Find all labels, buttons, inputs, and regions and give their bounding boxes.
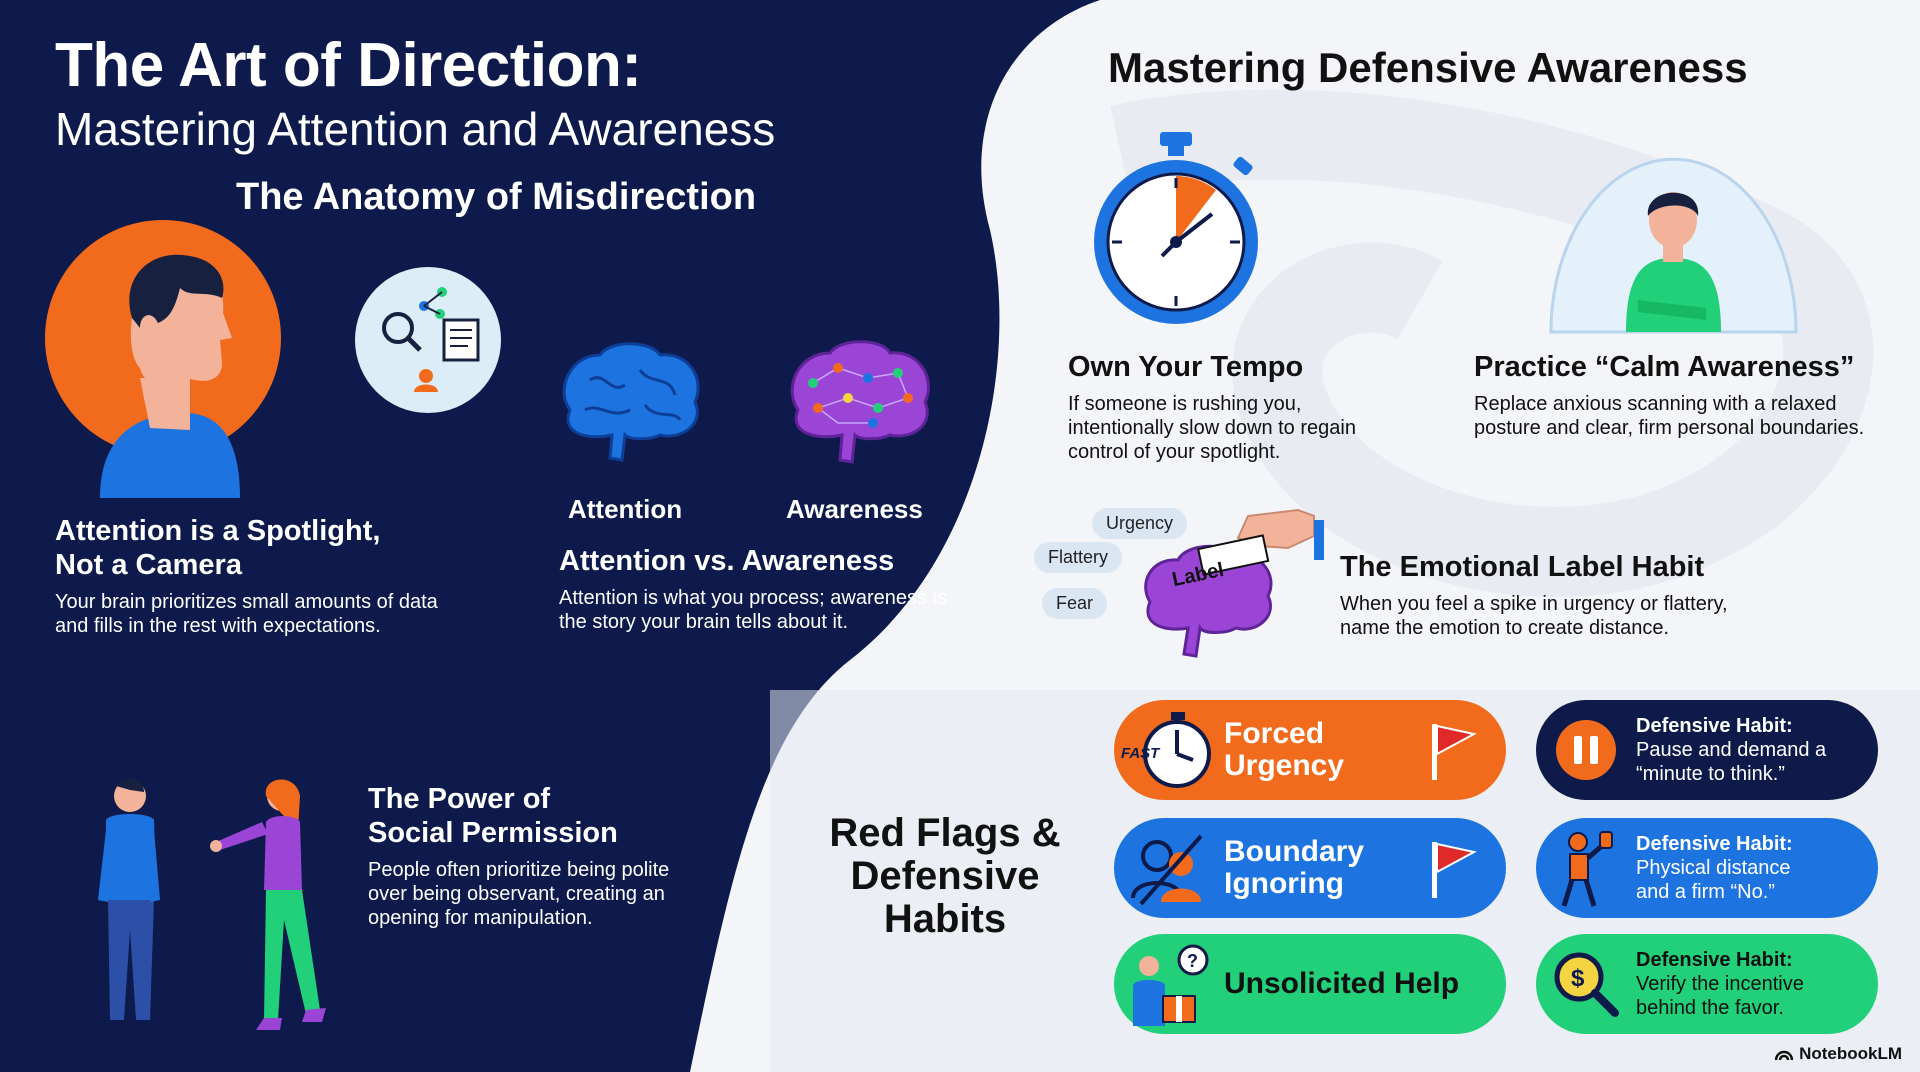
- red-flags-heading-line3: Habits: [883, 897, 1007, 941]
- defensive-habit-pause: Defensive Habit:Pause and demand a“minut…: [1536, 700, 1878, 800]
- flag-label-line2: Urgency: [1224, 749, 1345, 782]
- habit-text-line1: Physical distance: [1636, 857, 1791, 879]
- red-flag-unsolicited-help: ? Unsolicited Help: [1114, 934, 1506, 1034]
- red-flags-heading-line2: Defensive: [850, 854, 1040, 898]
- habit-text-line2: “minute to think.”: [1636, 763, 1785, 785]
- stop-hand-person-icon: [1561, 831, 1613, 907]
- spotlight-heading-line2: Not a Camera: [55, 549, 242, 581]
- svg-text:?: ?: [1187, 951, 1198, 971]
- emotional-label-body: When you feel a spike in urgency or flat…: [1340, 593, 1728, 639]
- dollar-magnifier-icon: $: [1554, 952, 1619, 1017]
- spotlight-head-illustration: [45, 220, 281, 498]
- pause-icon: [1556, 720, 1616, 780]
- spotlight-heading-line1: Attention is a Spotlight,: [55, 515, 381, 547]
- habit-title: Defensive Habit:: [1636, 715, 1793, 737]
- tempo-body: If someone is rushing you, intentionally…: [1068, 393, 1356, 463]
- page-subtitle: Mastering Attention and Awareness: [55, 103, 776, 155]
- brand-text: NotebookLM: [1799, 1044, 1902, 1063]
- social-permission-illustration: [98, 778, 326, 1030]
- page-title: The Art of Direction:: [55, 31, 642, 100]
- habit-title: Defensive Habit:: [1636, 833, 1793, 855]
- red-flags-heading-line1: Red Flags &: [829, 811, 1061, 855]
- svg-text:$: $: [1571, 965, 1585, 992]
- attention-vs-awareness-heading: Attention vs. Awareness: [559, 545, 895, 577]
- social-permission-body: People often prioritize being polite ove…: [368, 859, 670, 929]
- data-search-icon: [355, 267, 501, 413]
- awareness-brain-icon: [790, 340, 930, 464]
- fear-bubble: Fear: [1042, 588, 1108, 619]
- fast-badge: FAST: [1121, 745, 1161, 762]
- attention-label: Attention: [568, 494, 683, 524]
- attention-brain-icon: [562, 342, 700, 462]
- habit-text-line2: behind the favor.: [1636, 997, 1784, 1019]
- calm-awareness-body: Replace anxious scanning with a relaxed …: [1474, 393, 1865, 439]
- fast-stopwatch-icon: FAST: [1121, 712, 1211, 788]
- flag-label-line1: Forced: [1224, 717, 1325, 750]
- red-flag-icon: [1432, 842, 1477, 898]
- notebooklm-logo-icon: [1775, 1050, 1794, 1061]
- left-section-title: The Anatomy of Misdirection: [236, 176, 757, 218]
- flag-label-line2: Ignoring: [1224, 867, 1344, 900]
- labeled-brain-illustration: [1144, 508, 1324, 658]
- social-permission-heading-line1: The Power of: [368, 783, 551, 815]
- habit-text-line1: Pause and demand a: [1636, 739, 1827, 761]
- spotlight-body: Your brain prioritizes small amounts of …: [55, 591, 438, 637]
- stopwatch-icon: [1094, 132, 1258, 324]
- right-section-title: Mastering Defensive Awareness: [1108, 44, 1748, 91]
- awareness-label: Awareness: [786, 494, 923, 524]
- attention-vs-awareness-body: Attention is what you process; awareness…: [559, 587, 947, 633]
- flattery-bubble: Flattery: [1034, 542, 1123, 573]
- tempo-heading: Own Your Tempo: [1068, 351, 1304, 383]
- calm-awareness-heading: Practice “Calm Awareness”: [1474, 351, 1855, 383]
- crossed-out-person-icon: [1131, 834, 1203, 906]
- habit-text-line2: and a firm “No.”: [1636, 881, 1775, 903]
- gift-question-icon: ?: [1133, 944, 1209, 1026]
- habit-title: Defensive Habit:: [1636, 949, 1793, 971]
- flag-label: Unsolicited Help: [1224, 967, 1460, 1000]
- red-flag-icon: [1432, 724, 1477, 780]
- flag-label-line1: Boundary: [1224, 835, 1365, 868]
- calm-awareness-dome-illustration: [1549, 157, 1798, 334]
- social-permission-heading-line2: Social Permission: [368, 817, 618, 849]
- habit-text-line1: Verify the incentive: [1636, 973, 1804, 995]
- emotional-label-heading: The Emotional Label Habit: [1340, 551, 1705, 583]
- urgency-bubble: Urgency: [1092, 508, 1188, 539]
- notebooklm-brand: NotebookLM: [1775, 1044, 1902, 1064]
